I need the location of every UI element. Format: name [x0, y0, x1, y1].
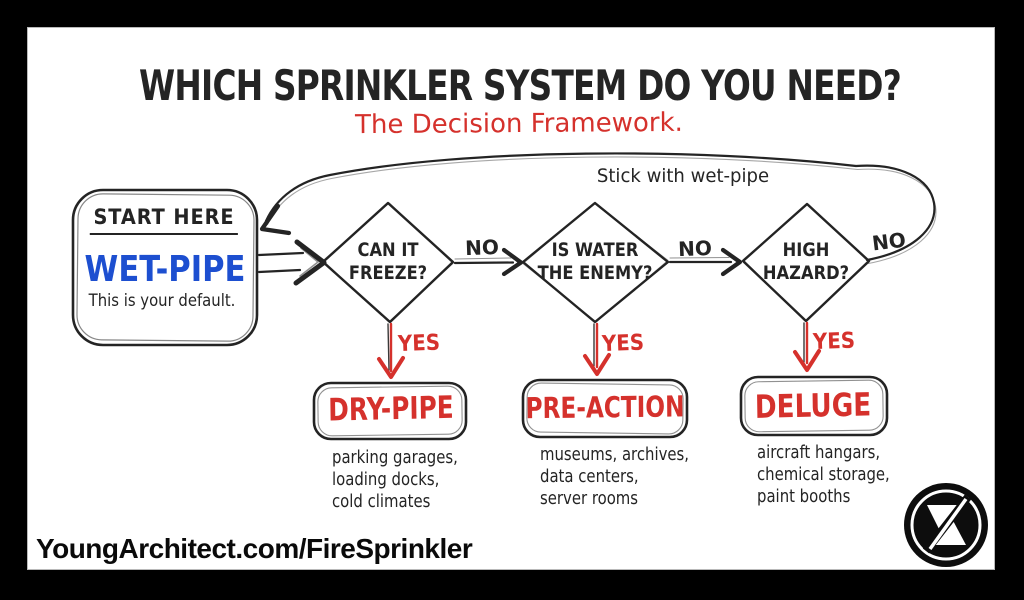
- decision-question-1: CAN IT FREEZE?: [348, 239, 428, 284]
- yes-label-3: YES: [812, 328, 856, 356]
- start-box-shape: [71, 188, 259, 347]
- start-node-system: WET-PIPE: [84, 249, 246, 290]
- result-system-3: DELUGE: [754, 385, 872, 426]
- result-box-1: [312, 381, 468, 441]
- young-architect-logo-icon: [904, 483, 988, 567]
- yes-arrow-2: [583, 322, 611, 376]
- yes-arrow-3: [793, 321, 821, 372]
- decision-question-2: IS WATER THE ENEMY?: [537, 239, 653, 284]
- result-box-2: [521, 378, 689, 439]
- poster-subtitle: The Decision Framework.: [355, 107, 683, 141]
- yes-label-2: YES: [601, 330, 645, 358]
- result-box-3: [739, 375, 889, 437]
- no-label-3: NO: [870, 227, 908, 256]
- start-to-first-decision-arrow: [257, 239, 327, 286]
- loopback-arrow: [259, 152, 937, 265]
- start-node-heading: START HERE: [89, 205, 239, 236]
- no-label-2: NO: [677, 235, 713, 262]
- result-system-1: DRY-PIPE: [328, 389, 454, 429]
- no-label-1: NO: [464, 234, 500, 261]
- start-node-note: This is your default.: [88, 291, 236, 310]
- footer-url: YoungArchitect.com/FireSprinkler: [36, 533, 473, 564]
- decision-diamond-1: [321, 201, 455, 324]
- result-use-cases-3: aircraft hangars, chemical storage, pain…: [757, 443, 890, 507]
- decision-diamond-2: [521, 201, 670, 324]
- decision-diamond-3: [741, 202, 871, 323]
- result-system-2: PRE-ACTION: [525, 389, 685, 426]
- loop-back-label: Stick with wet-pipe: [596, 165, 770, 187]
- yes-arrow-1: [377, 322, 405, 379]
- no-arrow-2: [668, 247, 743, 277]
- decision-question-3: HIGH HAZARD?: [762, 239, 850, 284]
- result-use-cases-1: parking garages, loading docks, cold cli…: [332, 448, 458, 512]
- yes-label-1: YES: [397, 330, 441, 358]
- whiteboard-canvas: [27, 27, 995, 570]
- no-arrow-1: [453, 247, 524, 277]
- result-use-cases-2: museums, archives, data centers, server …: [540, 445, 690, 509]
- poster-title: WHICH SPRINKLER SYSTEM DO YOU NEED?: [139, 61, 902, 110]
